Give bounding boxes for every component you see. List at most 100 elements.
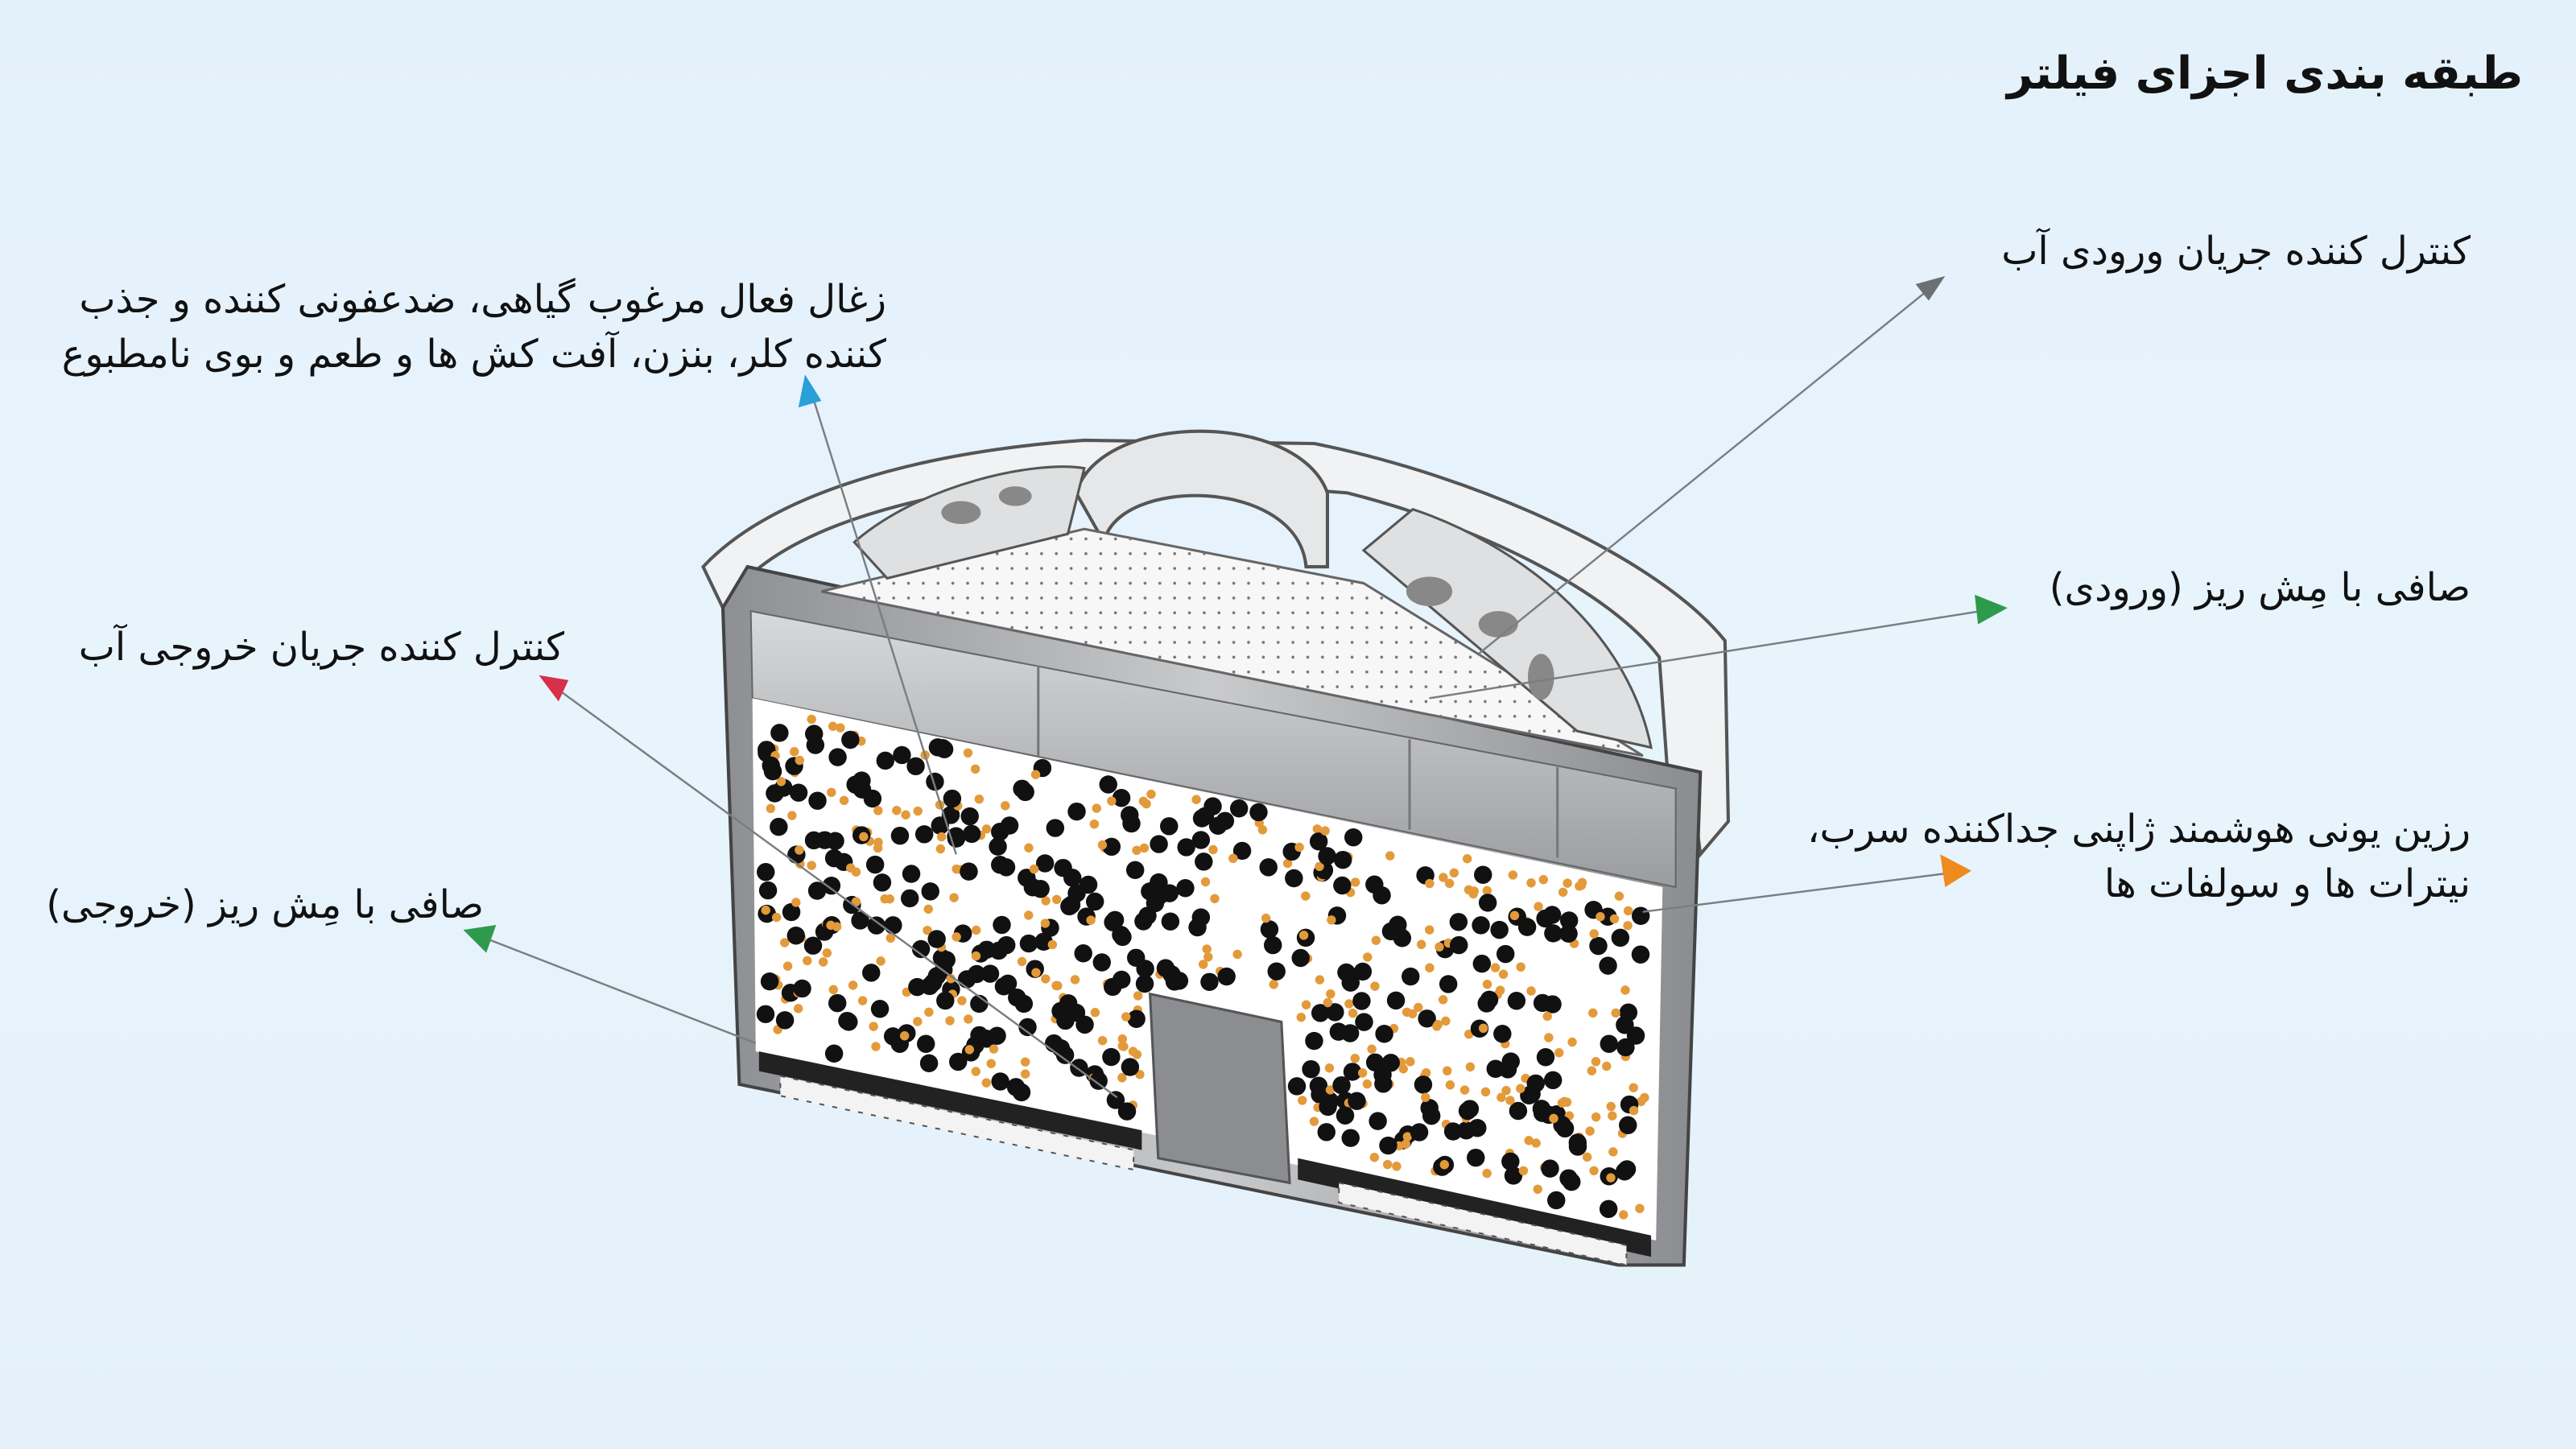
charcoal-granule bbox=[1402, 1132, 1413, 1141]
charcoal-granule bbox=[807, 714, 816, 724]
resin-granule bbox=[1355, 1013, 1373, 1031]
charcoal-granule bbox=[1480, 1087, 1491, 1097]
resin-granule bbox=[1056, 1011, 1075, 1030]
charcoal-granule bbox=[1629, 1105, 1639, 1116]
label-inlet-mesh: صافی با مِش ریز (ورودی) bbox=[2049, 565, 2471, 610]
resin-granule bbox=[1035, 854, 1055, 873]
charcoal-granule bbox=[1496, 1092, 1506, 1102]
resin-granule bbox=[1249, 803, 1268, 822]
charcoal-granule bbox=[1516, 1084, 1525, 1093]
resin-granule bbox=[1333, 850, 1352, 869]
resin-granule bbox=[1014, 994, 1034, 1013]
resin-granule bbox=[1291, 948, 1310, 968]
label-resin-line2: نیترات ها و سولفات ها bbox=[2103, 861, 2471, 906]
charcoal-granule bbox=[892, 806, 902, 815]
charcoal-granule bbox=[981, 824, 992, 834]
resin-granule bbox=[1117, 1102, 1137, 1121]
resin-granule bbox=[876, 751, 895, 770]
resin-granule bbox=[1414, 1075, 1433, 1094]
charcoal-granule bbox=[1629, 1083, 1638, 1092]
resin-granule bbox=[1160, 817, 1179, 836]
charcoal-granule bbox=[1203, 952, 1213, 962]
charcoal-granule bbox=[1567, 1037, 1577, 1047]
resin-granule bbox=[1474, 865, 1492, 884]
charcoal-granule bbox=[1357, 1068, 1368, 1078]
resin-granule bbox=[902, 865, 921, 883]
charcoal-granule bbox=[1121, 1012, 1131, 1022]
charcoal-granule bbox=[1210, 894, 1220, 904]
charcoal-granule bbox=[1325, 1085, 1335, 1095]
charcoal-granule bbox=[1024, 843, 1034, 852]
charcoal-granule bbox=[986, 1059, 996, 1068]
charcoal-granule bbox=[1462, 854, 1472, 864]
charcoal-granule bbox=[795, 845, 804, 855]
resin-granule bbox=[1089, 1071, 1108, 1090]
resin-granule bbox=[1054, 858, 1072, 877]
resin-granule bbox=[957, 970, 976, 989]
resin-granule bbox=[870, 1000, 890, 1018]
resin-granule bbox=[1232, 841, 1252, 861]
charcoal-granule bbox=[793, 1004, 803, 1013]
resin-granule bbox=[1343, 1063, 1362, 1081]
resin-granule bbox=[1458, 1101, 1477, 1121]
charcoal-granule bbox=[1398, 1064, 1408, 1074]
charcoal-granule bbox=[952, 932, 961, 942]
charcoal-granule bbox=[836, 723, 845, 733]
charcoal-granule bbox=[1138, 796, 1149, 807]
charcoal-granule bbox=[1097, 1035, 1108, 1046]
charcoal-granule bbox=[1200, 877, 1211, 887]
resin-granule bbox=[1085, 892, 1104, 911]
charcoal-granule bbox=[766, 803, 776, 814]
charcoal-granule bbox=[1509, 910, 1520, 921]
charcoal-granule bbox=[1407, 1009, 1418, 1019]
arrowhead-resin bbox=[1940, 854, 1971, 888]
charcoal-granule bbox=[913, 806, 923, 816]
charcoal-granule bbox=[1449, 868, 1459, 877]
charcoal-granule bbox=[873, 843, 883, 853]
resin-granule bbox=[1332, 1075, 1351, 1095]
outlet-mesh-left bbox=[758, 1051, 1142, 1150]
charcoal-granule bbox=[1261, 913, 1271, 923]
charcoal-granule bbox=[1445, 1080, 1455, 1090]
charcoal-granule bbox=[1132, 1050, 1142, 1059]
resin-granule bbox=[1326, 1003, 1344, 1022]
charcoal-granule bbox=[791, 898, 801, 907]
charcoal-granule bbox=[1097, 840, 1108, 850]
resin-granule bbox=[1532, 1100, 1551, 1118]
resin-granule bbox=[1344, 828, 1363, 847]
resin-granule bbox=[1329, 1022, 1348, 1041]
charcoal-granule bbox=[1327, 915, 1336, 925]
resin-granule bbox=[962, 824, 981, 844]
charcoal-granule bbox=[899, 1031, 910, 1041]
charcoal-granule bbox=[851, 867, 861, 877]
resin-granule bbox=[1104, 977, 1122, 997]
resin-granule bbox=[1619, 1116, 1637, 1134]
charcoal-granule bbox=[1198, 960, 1208, 969]
resin-granule bbox=[1044, 1034, 1063, 1053]
charcoal-granule bbox=[1369, 1153, 1380, 1162]
charcoal-granule bbox=[949, 893, 959, 902]
charcoal-granule bbox=[790, 746, 799, 757]
resin-granule bbox=[970, 1026, 989, 1045]
charcoal-granule bbox=[1051, 894, 1062, 905]
resin-granule bbox=[1468, 1119, 1487, 1137]
charcoal-granule bbox=[869, 1022, 878, 1031]
resin-granule bbox=[815, 831, 834, 849]
filter-handle bbox=[1074, 429, 1330, 569]
resin-granule bbox=[1631, 945, 1650, 964]
resin-granule bbox=[1067, 884, 1086, 902]
resin-granule bbox=[1509, 1101, 1528, 1121]
resin-granule bbox=[916, 1034, 935, 1053]
resin-granule bbox=[1335, 1106, 1355, 1125]
charcoal-granule bbox=[1508, 870, 1518, 880]
label-outlet-mesh: صافی با مِش ریز (خروجی) bbox=[46, 882, 484, 927]
charcoal-granule bbox=[1640, 1092, 1649, 1103]
charcoal-granule bbox=[1623, 906, 1633, 916]
charcoal-granule bbox=[1228, 853, 1238, 864]
charcoal-granule bbox=[1602, 1061, 1612, 1071]
charcoal-granule bbox=[1323, 997, 1333, 1008]
charcoal-granule bbox=[1563, 878, 1572, 888]
resin-granule bbox=[1150, 835, 1168, 853]
charcoal-granule bbox=[803, 956, 812, 966]
resin-granule bbox=[1074, 944, 1092, 963]
